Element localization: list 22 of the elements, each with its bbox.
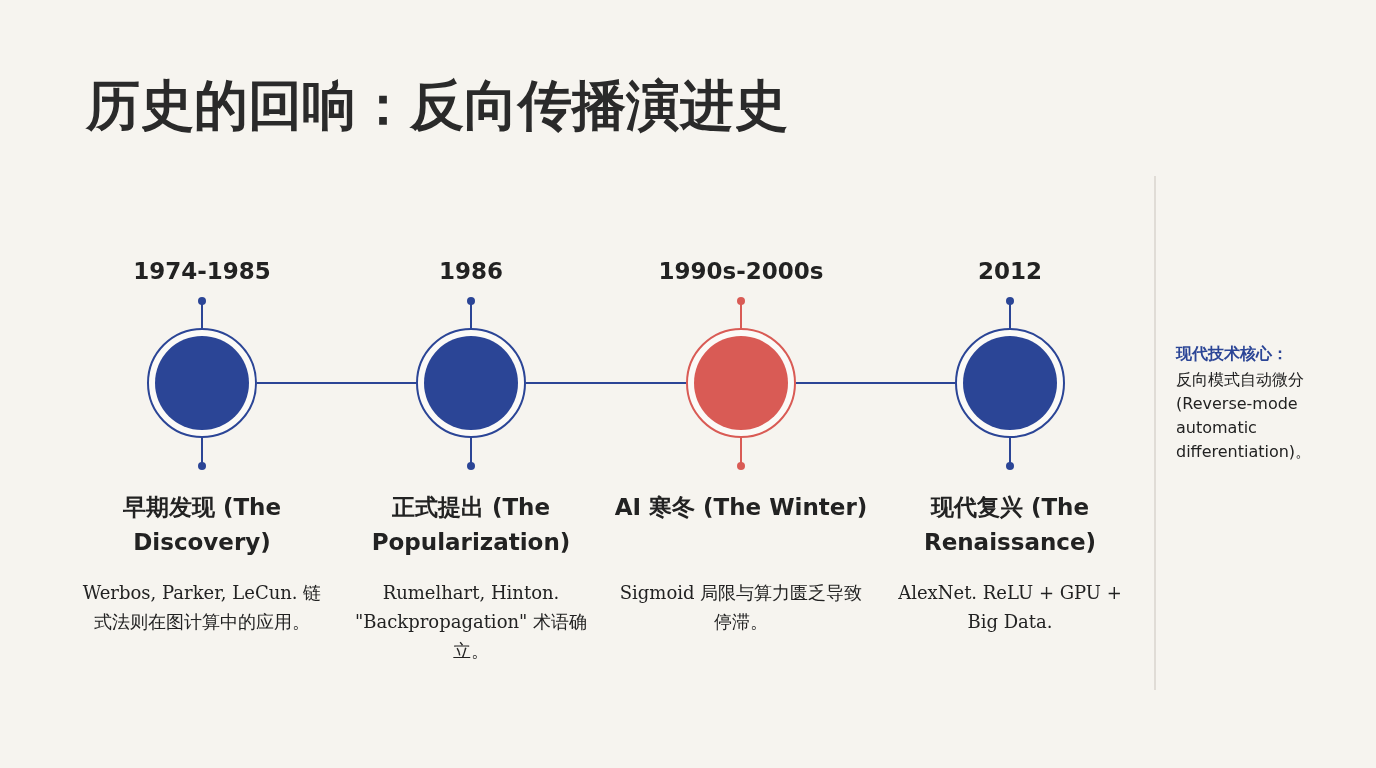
milestone-title: AI 寒冬 (The Winter) — [613, 493, 869, 522]
year-label: 1974-1985 — [132, 258, 272, 284]
connector-line — [256, 382, 417, 384]
milestone-title: 现代复兴 (The Renaissance) — [922, 493, 1098, 557]
year-label: 2012 — [977, 258, 1043, 284]
milestone-circle — [416, 328, 526, 438]
milestone-description: Werbos, Parker, LeCun. 链式法则在图计算中的应用。 — [81, 581, 323, 634]
connector-line — [525, 382, 687, 384]
note-heading: 现代技术核心： — [1176, 344, 1288, 365]
year-label: 1990s-2000s — [657, 258, 825, 284]
milestone-circle — [147, 328, 257, 438]
connector-line — [795, 382, 956, 384]
year-label: 1986 — [438, 258, 504, 284]
milestone-circle — [686, 328, 796, 438]
milestone-description: AlexNet. ReLU + GPU + Big Data. — [897, 581, 1123, 634]
milestone-description: Rumelhart, Hinton. "Backpropagation" 术语确立。 — [353, 581, 589, 663]
milestone-title: 正式提出 (The Popularization) — [370, 493, 572, 557]
milestone-title: 早期发现 (The Discovery) — [121, 493, 283, 557]
milestone-circle — [955, 328, 1065, 438]
milestone-description: Sigmoid 局限与算力匮乏导致停滞。 — [618, 581, 864, 634]
page-title: 历史的回响：反向传播演进史 — [86, 73, 788, 139]
note-text: 反向模式自动微分 (Reverse-mode automatic differentiation)。 — [1176, 369, 1313, 463]
